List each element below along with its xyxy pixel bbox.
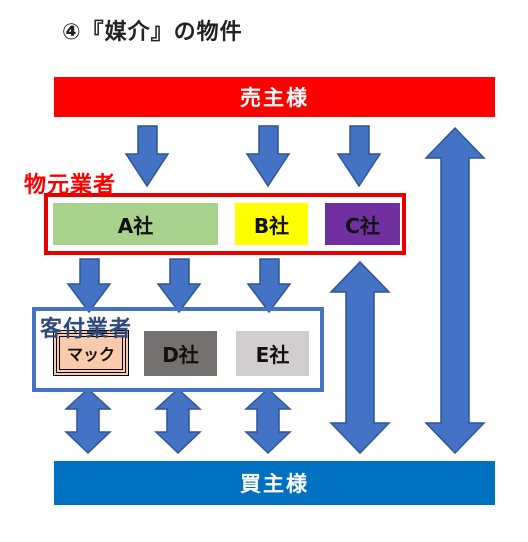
company-c: C社 bbox=[325, 203, 400, 245]
page-title: ④『媒介』の物件 bbox=[62, 20, 243, 45]
down-arrow-seller-to-c bbox=[336, 125, 382, 188]
down-arrow-b-to-e bbox=[246, 258, 292, 314]
double-arrow-d-buyer bbox=[154, 387, 202, 455]
double-arrow-mac-buyer bbox=[64, 387, 112, 455]
company-a: A社 bbox=[53, 203, 218, 245]
double-arrow-c-buyer bbox=[329, 260, 391, 455]
buyer-agents-label: 客付業者 bbox=[40, 317, 133, 342]
company-b: B社 bbox=[235, 203, 308, 245]
company-mac: マック bbox=[53, 330, 129, 376]
double-arrow-seller-buyer bbox=[424, 126, 486, 455]
origin-agents-label: 物元業者 bbox=[24, 173, 117, 198]
down-arrow-a-to-mac bbox=[66, 258, 112, 314]
buyer-agents-frame bbox=[32, 307, 324, 392]
double-arrow-e-buyer bbox=[244, 387, 292, 455]
origin-agents-frame bbox=[44, 193, 406, 255]
company-d: D社 bbox=[144, 331, 217, 376]
buyer-bar: 買主様 bbox=[54, 461, 495, 505]
company-e: E社 bbox=[236, 331, 309, 376]
down-arrow-a-to-d bbox=[156, 258, 202, 314]
down-arrow-seller-to-b bbox=[245, 125, 291, 188]
down-arrow-seller-to-a bbox=[124, 125, 170, 188]
seller-bar: 売主様 bbox=[54, 77, 495, 117]
